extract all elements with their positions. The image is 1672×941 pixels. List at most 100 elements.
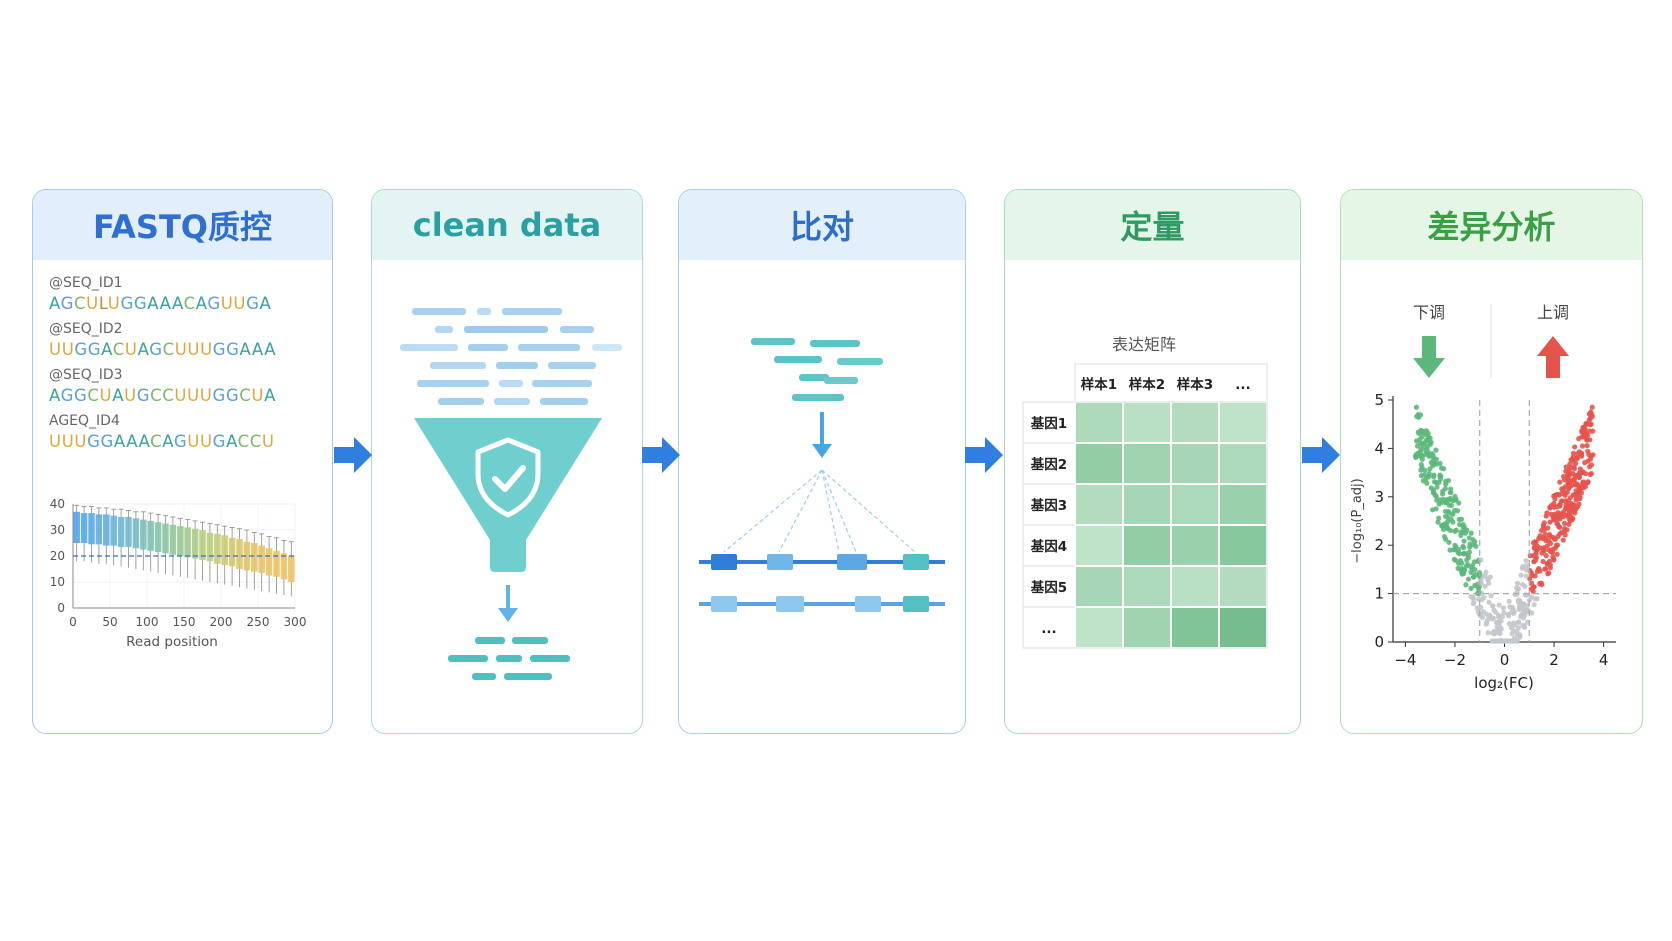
step-clean-data: clean data xyxy=(371,189,643,734)
gene-point xyxy=(1588,471,1594,477)
x-tick-label: 150 xyxy=(173,615,196,629)
gene-point xyxy=(1460,543,1466,550)
x-tick-label: −2 xyxy=(1444,651,1466,669)
gene-point xyxy=(1415,411,1421,418)
step-title-differential-analysis: 差异分析 xyxy=(1341,190,1642,260)
heatmap-cell xyxy=(1122,401,1172,444)
heatmap-cell xyxy=(1218,442,1268,485)
gene-point xyxy=(1525,563,1531,569)
y-tick-label: 0 xyxy=(1374,633,1384,651)
gene-point xyxy=(1498,618,1504,624)
x-tick-label: 250 xyxy=(247,615,270,629)
step-title-fastq-qc: FASTQ质控 xyxy=(33,190,332,260)
down-arrow-icon xyxy=(1413,336,1445,378)
gene-point xyxy=(1452,542,1458,548)
gene-point xyxy=(1506,598,1512,604)
quality-box xyxy=(162,523,169,554)
gene-point xyxy=(1590,452,1596,458)
quality-box xyxy=(110,515,117,546)
heatmap-cell xyxy=(1170,524,1220,567)
x-tick-label: −4 xyxy=(1394,651,1416,669)
gene-point xyxy=(1518,572,1524,578)
gene-point xyxy=(1458,516,1465,522)
row-header: 基因1 xyxy=(1031,415,1067,432)
heatmap-cell xyxy=(1170,606,1220,649)
quality-box xyxy=(228,537,236,567)
short-reads xyxy=(751,338,883,401)
gene-point xyxy=(1584,443,1590,449)
heatmap-cell xyxy=(1074,524,1124,567)
quality-box xyxy=(103,514,110,546)
gene-point xyxy=(1431,479,1438,485)
y-tick-label: 2 xyxy=(1374,536,1384,554)
gene-point xyxy=(1507,604,1513,610)
quality-box xyxy=(154,522,162,553)
gene-point xyxy=(1570,450,1577,456)
gene-point xyxy=(1482,583,1488,589)
gene-point xyxy=(1534,596,1540,602)
quality-box xyxy=(251,543,258,572)
heatmap-cell xyxy=(1218,565,1268,608)
gene-point xyxy=(1551,500,1557,506)
gene-point xyxy=(1433,506,1439,512)
gene-point xyxy=(1421,472,1427,478)
step-title-quantification: 定量 xyxy=(1005,190,1300,260)
quality-box xyxy=(199,530,206,560)
gene-point xyxy=(1467,541,1473,547)
heatmap-cell xyxy=(1218,483,1268,526)
gene-point xyxy=(1461,538,1467,544)
gene-point xyxy=(1506,621,1512,627)
gene-point xyxy=(1435,519,1441,525)
gene-point xyxy=(1437,472,1443,478)
heatmap-cell xyxy=(1170,483,1220,526)
x-axis-label: log₂(FC) xyxy=(1474,674,1534,692)
read-id: AGEQ_ID4 xyxy=(49,413,120,429)
gene-point xyxy=(1468,593,1474,600)
quality-box xyxy=(147,520,154,551)
x-tick-label: 2 xyxy=(1549,651,1559,669)
gene-point xyxy=(1528,580,1535,586)
heatmap-cell xyxy=(1170,401,1220,444)
gene-point xyxy=(1519,581,1526,588)
gene-point xyxy=(1560,537,1566,543)
gene-point xyxy=(1572,481,1579,487)
gene-point xyxy=(1442,508,1449,514)
gene-point xyxy=(1554,542,1561,548)
y-axis-label: −log₁₀(P_adj) xyxy=(1350,478,1365,563)
x-tick-label: 0 xyxy=(69,615,77,629)
gene-point xyxy=(1576,501,1582,507)
read-sequence: UUUGGAAACAGUUGACCU xyxy=(49,432,275,451)
gene-point xyxy=(1585,448,1591,454)
gene-point xyxy=(1542,566,1549,572)
step-alignment: 比对 xyxy=(678,189,966,734)
row-header-cell xyxy=(1022,483,1076,526)
gene-point xyxy=(1491,628,1497,635)
quality-box xyxy=(206,532,214,562)
y-tick-label: 1 xyxy=(1374,585,1384,603)
y-tick-label: 4 xyxy=(1374,439,1384,457)
raw-reads xyxy=(400,308,622,405)
gene-point xyxy=(1483,569,1489,575)
shield-check-icon xyxy=(475,437,541,518)
y-tick-label: 20 xyxy=(50,549,65,563)
flow-arrow-2-icon xyxy=(642,437,680,473)
gene-point xyxy=(1434,484,1440,490)
heatmap-cell xyxy=(1122,483,1172,526)
gene-point xyxy=(1543,553,1549,559)
gene-point xyxy=(1461,550,1467,557)
gene-point xyxy=(1431,472,1437,478)
gene-point xyxy=(1465,576,1472,582)
row-header: ... xyxy=(1041,621,1056,637)
gene-point xyxy=(1429,451,1435,457)
x-tick-label: 300 xyxy=(284,615,307,629)
x-tick-label: 100 xyxy=(136,615,159,629)
heatmap-cell xyxy=(1074,401,1124,444)
gene-point xyxy=(1457,521,1463,528)
quality-box xyxy=(280,553,288,580)
column-header-row xyxy=(1074,363,1268,403)
row-header-cell xyxy=(1022,401,1076,444)
